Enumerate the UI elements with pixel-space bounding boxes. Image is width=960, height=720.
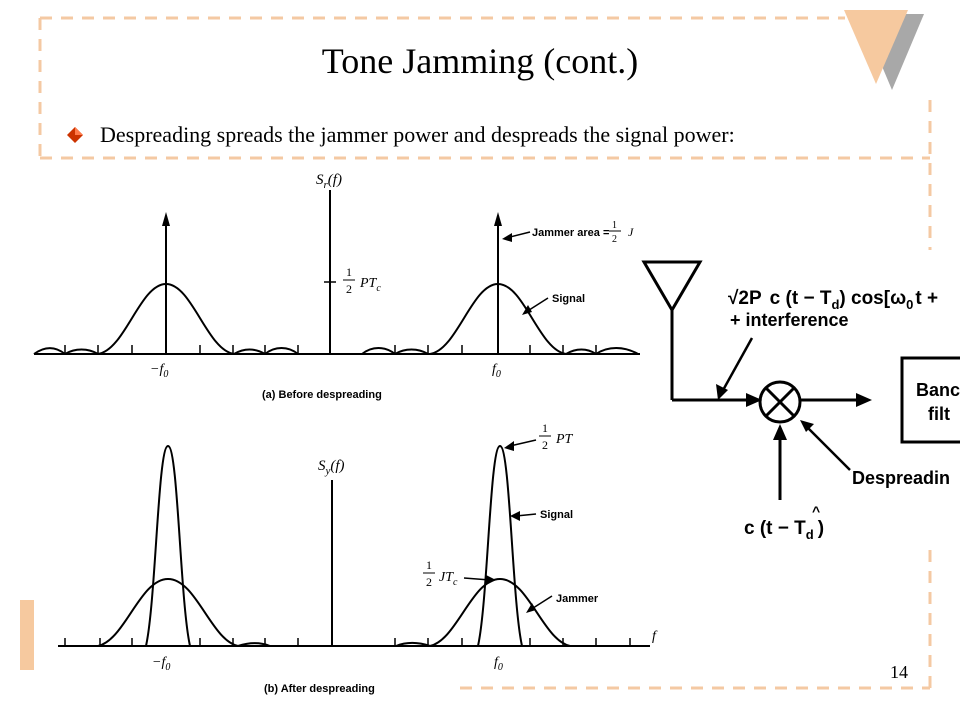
corner-accent-icon [844,10,924,90]
bullet-text: Despreading spreads the jammer power and… [100,122,735,147]
figure-a-sidelobe [33,347,66,355]
figure-b-left-jammer [97,577,239,647]
figure-b-right-signal [477,444,523,647]
signal-label: Signal [540,509,573,521]
arrow-right-icon [746,393,762,407]
code-hat: ^ [812,503,820,519]
arrow-left-icon [502,233,512,242]
arrow-up-left-icon [800,420,814,432]
figure-b-pos-f0-label: f0 [494,655,503,673]
arrow-right-icon [856,393,872,407]
arrow-left-icon [526,603,536,613]
arrow-right-icon [486,575,496,585]
page-number: 14 [890,662,908,682]
figure-b-axis-label: Sy(f) [318,458,345,477]
svg-text:J: J [628,225,634,239]
code-expr: c (t − Td) [744,518,824,542]
svg-text:2: 2 [426,575,432,589]
bandpass-filter-box [900,356,960,444]
figure-a-pos-f0-label: f0 [492,362,501,380]
mixer-icon [758,380,802,424]
despreading-label: Despreadin [852,468,950,488]
figure-b-caption: (b) After despreading [264,683,375,695]
figure-a-ticks [64,345,597,354]
jammer-area-label: Jammer area = [532,227,609,239]
figure-b-right-jammer [429,577,571,647]
ptc-label: PTc [359,276,381,294]
arrow-up-icon [773,424,787,440]
figure-b-left-signal [145,444,191,647]
antenna-icon [641,260,703,313]
jammer-label: Jammer [556,593,599,605]
left-accent-block [20,600,34,670]
block-diagram [641,260,960,500]
svg-text:1: 1 [612,220,617,231]
filter-label-line2: filt [928,404,950,424]
figure-a-caption: (a) Before despreading [262,389,382,401]
signal-label: Signal [552,293,585,305]
filter-label-line1: Banc [916,380,960,400]
svg-text:2: 2 [542,438,548,452]
figure-a-axis-label: Sr(f) [316,172,342,191]
figure-b-neg-f0-label: −f0 [152,655,170,673]
f-axis-label: f [652,629,658,644]
jtc-label: JTc [439,570,458,588]
interference-label: + interference [730,310,849,330]
ptc-fraction-num: 1 [346,265,352,279]
svg-text:2: 2 [612,234,617,245]
svg-text:2: 2 [346,282,352,296]
svg-text:1: 1 [426,558,432,572]
arrow-left-icon [522,305,532,315]
bullet-item: Despreading spreads the jammer power and… [66,122,735,150]
page-title: Tone Jamming (cont.) [321,41,639,81]
pt-label: PT [555,432,574,447]
figure-a [33,190,640,355]
arrow-up-icon [494,212,502,226]
svg-text:1: 1 [542,421,548,435]
figure-a-neg-f0-label: −f0 [150,362,168,380]
figure-b-ticks [64,638,631,646]
arrow-left-icon [510,511,520,521]
arrow-down-icon [716,384,728,400]
arrow-up-icon [162,212,170,226]
arrow-left-icon [504,441,514,451]
diamond-bullet-icon [66,124,86,150]
figure-b [58,439,650,647]
